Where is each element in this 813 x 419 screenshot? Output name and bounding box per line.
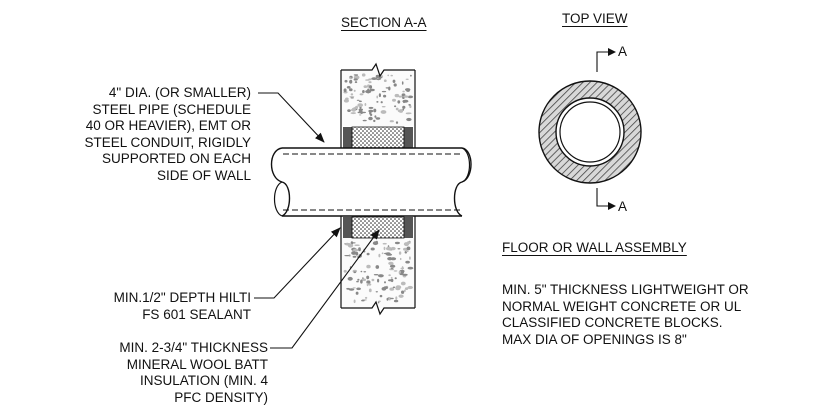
section-mark-top: A — [618, 44, 628, 59]
assembly-description: MIN. 5" THICKNESS LIGHTWEIGHT OR NORMAL … — [502, 282, 749, 347]
section-mark-bottom: A — [618, 199, 628, 214]
firestop-lower — [343, 216, 413, 239]
concrete-wall-lower — [340, 216, 416, 316]
firestop-upper — [343, 126, 413, 149]
insulation-label: MIN. 2-3/4" THICKNESS MINERAL WOOL BATT … — [119, 340, 268, 405]
top-view-title: TOP VIEW — [562, 11, 628, 26]
sealant-label: MIN.1/2" DEPTH HILTI FS 601 SEALANT — [113, 290, 251, 322]
concrete-wall-upper — [340, 62, 416, 148]
assembly-title: FLOOR OR WALL ASSEMBLY — [502, 240, 687, 255]
leader-insulation — [270, 229, 380, 349]
section-title: SECTION A-A — [341, 15, 427, 30]
steel-pipe-section — [270, 147, 472, 217]
section-cut-marks — [596, 48, 616, 210]
leader-pipe — [258, 92, 325, 143]
top-view-pipe — [538, 80, 642, 184]
leader-sealant — [254, 227, 341, 299]
pipe-label: 4" DIA. (OR SMALLER) STEEL PIPE (SCHEDUL… — [84, 85, 251, 183]
